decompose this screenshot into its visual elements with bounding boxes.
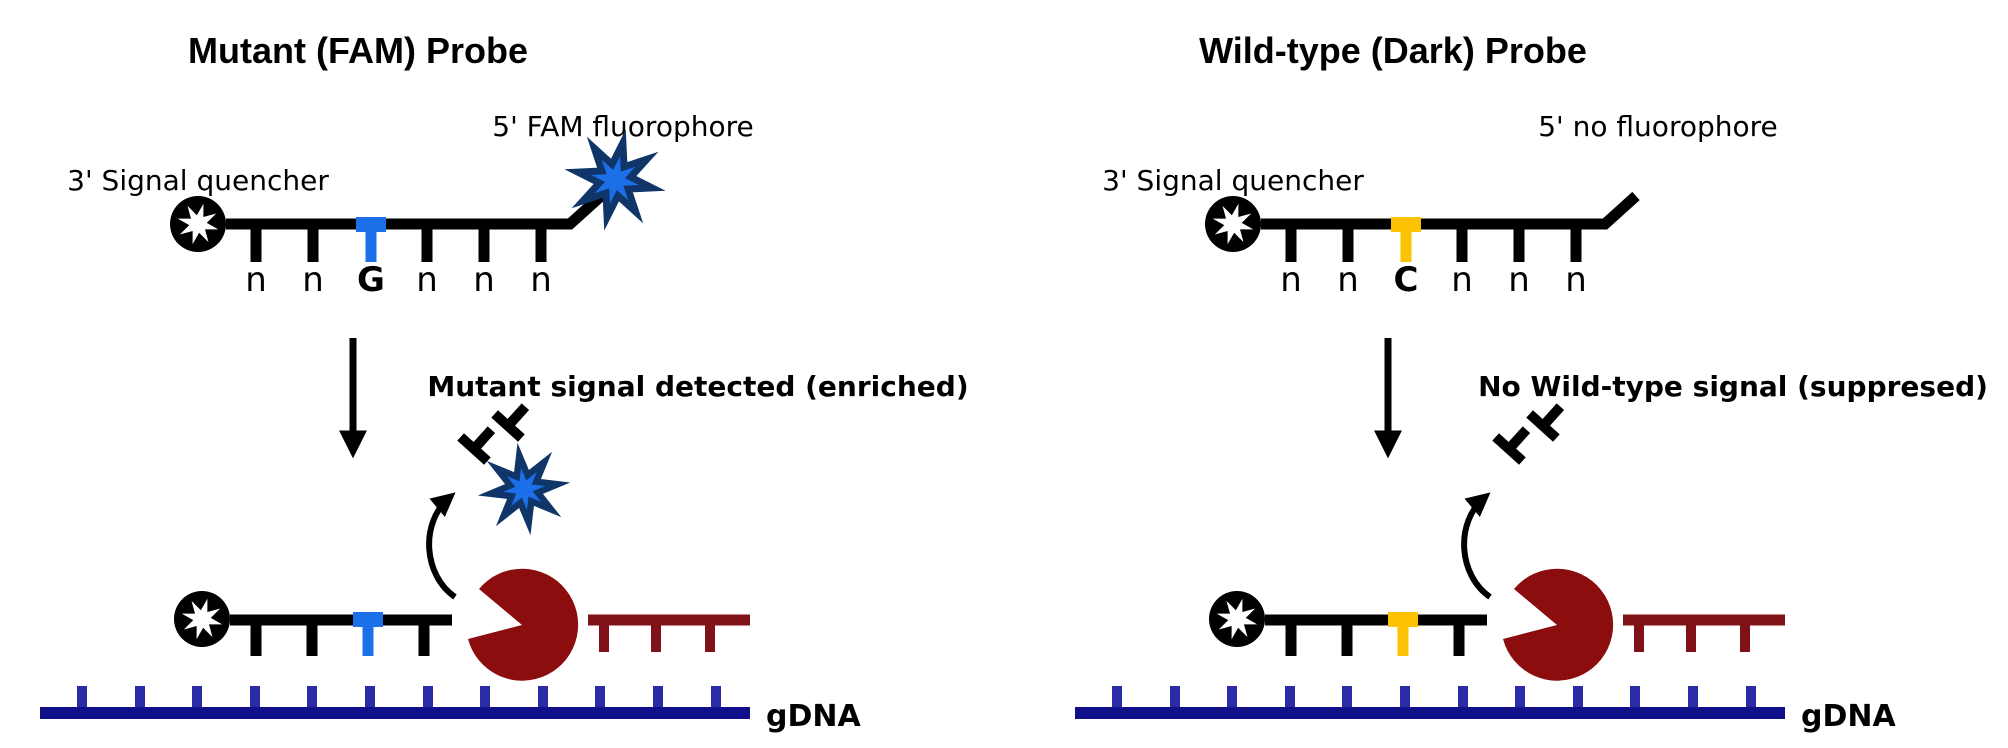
base-letter: n [1451, 260, 1473, 300]
base-letter: n [473, 260, 495, 300]
primer-duplex [1623, 614, 1785, 652]
probe-top: n n G n n n [170, 135, 660, 300]
probe-backbone [1261, 191, 1640, 230]
panel-title: Wild-type (Dark) Probe [1199, 30, 1587, 71]
exonuclease-pacman-icon [1503, 568, 1614, 681]
release-curved-arrow [426, 492, 457, 600]
release-curved-arrow [1461, 492, 1492, 600]
panel-wildtype: Wild-type (Dark) Probe 5' no fluorophore… [1075, 30, 1988, 734]
exonuclease-pacman-icon [468, 568, 579, 681]
five-prime-label: 5' no fluorophore [1538, 110, 1778, 143]
cleaved-probe-ticks [250, 625, 430, 656]
signal-text: Mutant signal detected (enriched) [427, 370, 968, 403]
gdna-strand: gDNA [1075, 686, 1896, 734]
variant-base-letter: C [1394, 260, 1419, 300]
probe-base-ticks [250, 229, 547, 262]
probe-base-ticks [1285, 229, 1582, 262]
gdna-ticks [1112, 686, 1756, 713]
variant-base-cap [353, 612, 383, 627]
panel-title: Mutant (FAM) Probe [188, 30, 528, 71]
signal-text: No Wild-type signal (suppresed) [1478, 370, 1988, 403]
base-letter: n [1565, 260, 1587, 300]
base-letter: n [302, 260, 324, 300]
base-letter: n [245, 260, 267, 300]
variant-base-cap [1388, 612, 1418, 627]
duplex-ticks [599, 625, 715, 652]
primer-duplex [588, 614, 750, 652]
probe-backbone [226, 191, 605, 230]
three-prime-label: 3' Signal quencher [67, 164, 329, 197]
base-letter: n [530, 260, 552, 300]
probe-bottom [1209, 591, 1487, 656]
variant-base-letter: G [357, 260, 385, 300]
variant-base-cap [1391, 217, 1421, 232]
cleaved-probe-ticks [1285, 625, 1465, 656]
gdna-strand: gDNA [40, 686, 861, 734]
variant-base-cap [356, 217, 386, 232]
base-letter: n [416, 260, 438, 300]
gdna-label: gDNA [766, 699, 861, 734]
gdna-ticks [77, 686, 721, 713]
panel-mutant: Mutant (FAM) Probe 5' FAM fluorophore 3'… [40, 30, 969, 734]
probe-bottom [174, 591, 452, 656]
three-prime-label: 3' Signal quencher [1102, 164, 1364, 197]
base-letter: n [1508, 260, 1530, 300]
base-letter: n [1337, 260, 1359, 300]
probe-top: n n C n n n [1205, 191, 1640, 300]
base-letter: n [1280, 260, 1302, 300]
duplex-ticks [1634, 625, 1750, 652]
gdna-label: gDNA [1801, 699, 1896, 734]
